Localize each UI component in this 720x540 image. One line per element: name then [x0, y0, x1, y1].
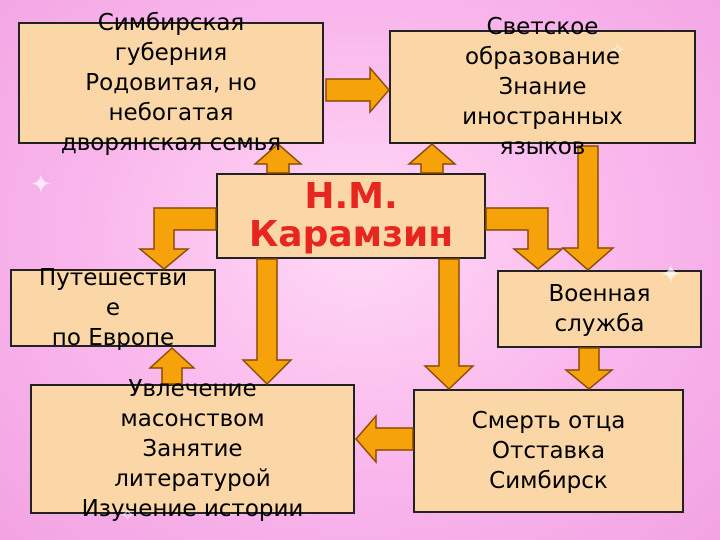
travel-line-2: е: [105, 295, 121, 321]
origin-line-2: губерния: [114, 40, 228, 66]
arrow-center-to-father: [423, 258, 475, 391]
origin-line-5: дворянская семья: [60, 130, 282, 156]
travel-line-1: Путешестви: [38, 265, 188, 291]
sparkle-decoration: ✧: [120, 505, 136, 526]
masonry-line-2: масонством: [120, 406, 265, 432]
arrow-masonry-to-travel: [148, 346, 196, 385]
masonry-box: Увлечение масонством Занятие литературой…: [30, 376, 355, 522]
education-line-4: иностранных: [462, 104, 623, 130]
travel-box: Путешестви е по Европе: [10, 265, 216, 351]
military-line-2: служба: [554, 311, 645, 337]
sparkle-decoration: ✦: [30, 170, 52, 200]
masonry-line-5: Изучение истории: [81, 496, 304, 522]
arrow-center-to-origin: [252, 143, 304, 174]
father-line-1: Смерть отца: [471, 408, 626, 434]
origin-line-3: Родовитая, но: [85, 70, 257, 96]
travel-line-3: по Европе: [51, 325, 175, 351]
arrow-center-to-masonry: [241, 258, 293, 386]
arrow-origin-to-education: [325, 65, 390, 115]
military-line-1: Военная: [548, 281, 651, 307]
military-box: Военная служба: [497, 270, 702, 348]
arrow-center-to-military: [485, 207, 565, 270]
center-title-line-2: Карамзин: [248, 214, 454, 255]
center-box: Н.М. Карамзин: [216, 173, 486, 259]
arrow-military-to-father: [563, 347, 615, 390]
sparkle-decoration: ✦: [660, 260, 682, 290]
father-box: Смерть отца Отставка Симбирск: [413, 389, 684, 513]
masonry-line-4: литературой: [114, 466, 271, 492]
father-line-2: Отставка: [491, 438, 606, 464]
origin-line-1: Симбирская: [97, 10, 245, 36]
sparkle-decoration: ✧: [610, 40, 626, 61]
center-title-line-1: Н.М.: [304, 176, 398, 217]
education-line-3: Знание: [498, 74, 587, 100]
arrow-center-to-education: [406, 143, 458, 174]
father-line-3: Симбирск: [489, 468, 608, 494]
education-line-1: Светское: [486, 14, 599, 40]
masonry-line-3: Занятие: [142, 436, 243, 462]
arrow-center-to-travel: [137, 207, 217, 270]
origin-line-4: небогатая: [108, 100, 234, 126]
origin-box: Симбирская губерния Родовитая, но небога…: [18, 10, 324, 156]
arrow-education-to-military: [561, 145, 615, 271]
education-line-5: языков: [499, 134, 586, 160]
education-box: Светское образование Знание иностранных …: [389, 14, 696, 160]
arrow-father-to-masonry: [355, 413, 414, 465]
education-line-2: образование: [464, 44, 621, 70]
masonry-line-1: Увлечение: [128, 376, 257, 402]
